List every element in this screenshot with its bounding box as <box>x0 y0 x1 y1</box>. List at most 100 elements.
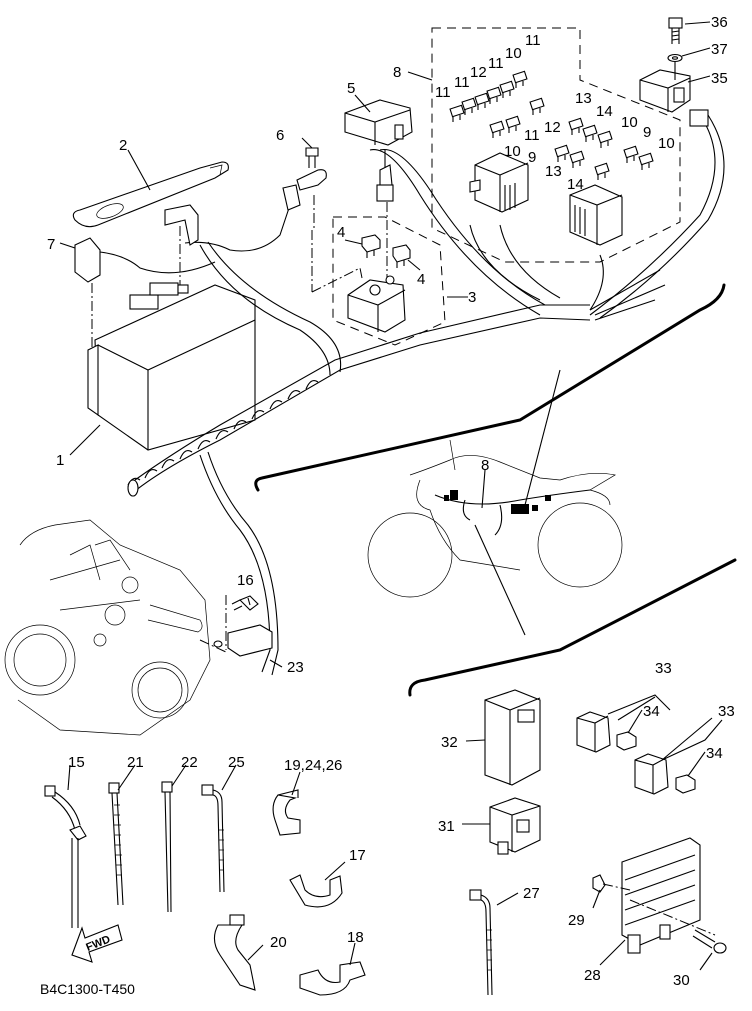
callout-35: 35 <box>711 70 728 87</box>
coupler-lock-34a <box>616 731 637 751</box>
callout-5: 5 <box>347 80 355 97</box>
callout-23: 23 <box>287 659 304 676</box>
callout-21: 21 <box>127 754 144 771</box>
wire-clamp-19-24-26 <box>272 789 301 836</box>
callout-1: 1 <box>56 452 64 469</box>
rectifier-regulator-28 <box>621 837 701 954</box>
pointer-line-harness <box>524 369 561 506</box>
wire-clamp-20 <box>213 914 256 991</box>
pointer-line-lower <box>474 524 526 636</box>
bolt-6 <box>305 147 319 168</box>
wire-clamp-17 <box>289 874 343 908</box>
fwd-arrow: FWD <box>71 924 123 963</box>
relay-group-outline <box>332 216 446 346</box>
fuse-set <box>449 70 654 180</box>
leader-lines <box>59 21 713 971</box>
sensor-35 <box>639 69 691 113</box>
cable-tie-21 <box>108 782 124 906</box>
callout-34b: 34 <box>706 745 723 762</box>
callout-9b: 9 <box>643 124 651 141</box>
relay-31 <box>489 797 541 855</box>
callout-11b: 11 <box>454 74 470 91</box>
fuse <box>529 97 545 115</box>
callout-27: 27 <box>523 885 540 902</box>
fuse <box>594 162 610 180</box>
callout-31: 31 <box>438 818 455 835</box>
connector <box>376 184 394 202</box>
callout-22: 22 <box>181 754 198 771</box>
washer-37 <box>667 53 683 63</box>
fuse <box>638 152 654 170</box>
callout-28: 28 <box>584 967 601 984</box>
callout-13a: 13 <box>575 90 592 107</box>
callout-10d: 10 <box>658 135 675 152</box>
fuse <box>474 92 490 110</box>
section-divider-bottom <box>408 558 737 697</box>
callout-32: 32 <box>441 734 458 751</box>
fuse <box>597 130 613 148</box>
sensor-wire <box>199 454 271 673</box>
cable-tie-25 <box>201 784 225 893</box>
coupler-lock-34b <box>675 774 696 794</box>
connector-35 <box>689 109 709 127</box>
callout-11d: 11 <box>525 32 541 49</box>
callout-6: 6 <box>276 127 284 144</box>
main-harness <box>127 114 725 497</box>
callout-19-24-26: 19,24,26 <box>284 757 342 774</box>
callout-36: 36 <box>711 14 728 31</box>
fuse <box>582 124 598 142</box>
fuse <box>489 120 505 138</box>
callout-15: 15 <box>68 754 85 771</box>
callout-14a: 14 <box>596 103 613 120</box>
callout-30: 30 <box>673 972 690 989</box>
callout-29: 29 <box>568 912 585 929</box>
fuse <box>499 80 515 98</box>
battery-band <box>72 161 229 228</box>
ecu-unit-32 <box>484 689 541 786</box>
cable-tie-22 <box>161 781 173 913</box>
clip-29 <box>592 874 606 893</box>
callout-9a: 9 <box>528 149 536 166</box>
cable-tie-15 <box>44 785 87 928</box>
bolt-30 <box>692 929 727 954</box>
battery <box>87 282 256 451</box>
callout-11c: 11 <box>488 55 504 72</box>
callout-33b: 33 <box>718 703 735 720</box>
section-divider-top <box>254 283 726 492</box>
motorcycle-outline <box>367 439 623 598</box>
wire-clamp-18 <box>299 961 366 996</box>
fuse <box>569 150 585 168</box>
callout-3: 3 <box>468 289 476 306</box>
diagram-code: B4C1300-T450 <box>40 981 135 997</box>
fuse <box>461 97 477 115</box>
fuse-block-left <box>469 152 529 213</box>
starter-relay <box>347 275 406 333</box>
callout-8-bike: 8 <box>481 457 489 474</box>
bolt-36 <box>668 17 683 44</box>
callout-33a: 33 <box>655 660 672 677</box>
fuse <box>505 115 521 133</box>
callout-4a: 4 <box>337 224 345 241</box>
callout-4b: 4 <box>417 271 425 288</box>
fuse <box>568 117 584 135</box>
callout-7: 7 <box>47 236 55 253</box>
callout-11a: 11 <box>435 84 451 101</box>
callout-20: 20 <box>270 934 287 951</box>
callout-10c: 10 <box>621 114 638 131</box>
fuse-4a <box>361 234 381 258</box>
fuse-block-right <box>569 184 623 246</box>
fuse <box>512 70 528 88</box>
callout-16: 16 <box>237 572 254 589</box>
callout-18: 18 <box>347 929 364 946</box>
callout-12a: 12 <box>470 64 487 81</box>
callout-10a: 10 <box>505 45 522 62</box>
relay-cover <box>344 99 413 146</box>
callout-12b: 12 <box>544 119 561 136</box>
fuse <box>449 104 465 122</box>
fuse <box>486 86 502 104</box>
fusebox-group-outline <box>431 27 681 263</box>
terminal-cover <box>74 237 216 350</box>
callout-37: 37 <box>711 41 728 58</box>
sensor-lead-23 <box>227 624 273 657</box>
